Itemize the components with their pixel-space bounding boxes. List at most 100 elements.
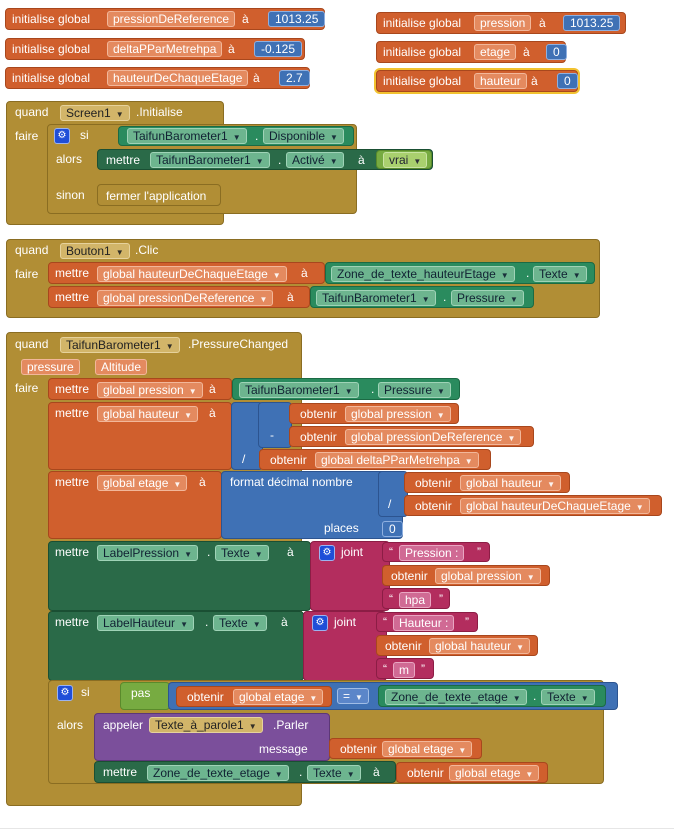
set-global-pressionDeReference[interactable]: mettre global pressionDeReference▼ à xyxy=(48,286,310,308)
places-value[interactable]: 0 xyxy=(382,521,403,537)
property-dropdown[interactable]: Activé▼ xyxy=(286,152,344,168)
set-global-pression[interactable]: mettre global pression▼ à xyxy=(48,378,232,400)
barometer-pressure-getter[interactable]: TaifunBarometer1▼ . Pressure▼ xyxy=(310,286,534,308)
property-dropdown[interactable]: Texte▼ xyxy=(533,266,587,282)
property-dropdown[interactable]: Pressure▼ xyxy=(378,382,451,398)
number-value[interactable]: 0 xyxy=(546,44,567,60)
close-application-block[interactable]: fermer l'application xyxy=(97,184,221,206)
var-name[interactable]: hauteur xyxy=(474,73,527,89)
component-dropdown[interactable]: Zone_de_texte_etage▼ xyxy=(385,689,527,705)
set-labelpression-text[interactable]: mettre LabelPression▼ . Texte▼ à xyxy=(48,541,311,611)
property-dropdown[interactable]: Pressure▼ xyxy=(451,290,524,306)
component-dropdown[interactable]: TaifunBarometer1▼ xyxy=(150,152,270,168)
var-name[interactable]: etage xyxy=(474,44,517,60)
textbox-etage-getter[interactable]: Zone_de_texte_etage▼ . Texte▼ xyxy=(378,685,606,707)
textbox-hauteurEtage-getter[interactable]: Zone_de_texte_hauteurEtage▼ . Texte▼ xyxy=(325,262,595,284)
variable-dropdown[interactable]: global etage▼ xyxy=(97,475,188,491)
set-textbox-etage[interactable]: mettre Zone_de_texte_etage▼ . Texte▼ à xyxy=(94,761,396,783)
variable-dropdown[interactable]: global etage▼ xyxy=(382,741,473,757)
text-hauteur-block[interactable]: “ Hauteur : ” xyxy=(376,612,478,632)
component-dropdown[interactable]: Zone_de_texte_hauteurEtage▼ xyxy=(331,266,515,282)
set-global-etage[interactable]: mettre global etage▼ à xyxy=(48,471,222,539)
number-value[interactable]: 0 xyxy=(557,73,578,89)
get-global-pression-2[interactable]: obtenir global pression▼ xyxy=(382,565,550,586)
var-name[interactable]: pressionDeReference xyxy=(107,11,236,27)
component-dropdown[interactable]: TaifunBarometer1▼ xyxy=(60,337,180,353)
component-dropdown[interactable]: Screen1▼ xyxy=(60,105,130,121)
global-init-etage[interactable]: initialise global etage à 0 xyxy=(376,41,567,63)
barometer-disponible-getter[interactable]: TaifunBarometer1▼ . Disponible▼ xyxy=(118,126,354,146)
join-block[interactable]: ⚙ joint xyxy=(310,541,390,611)
component-dropdown[interactable]: TaifunBarometer1▼ xyxy=(127,128,247,144)
variable-dropdown[interactable]: global hauteurDeChaqueEtage▼ xyxy=(460,498,650,514)
var-name[interactable]: pression xyxy=(474,15,532,31)
set-global-hauteurDeChaqueEtage[interactable]: mettre global hauteurDeChaqueEtage▼ à xyxy=(48,262,325,284)
property-dropdown[interactable]: Texte▼ xyxy=(541,689,595,705)
get-global-etage-3[interactable]: obtenir global etage▼ xyxy=(396,762,548,783)
format-decimal-block[interactable]: format décimal nombre places 0 xyxy=(221,471,403,539)
join-block-2[interactable]: ⚙ joint xyxy=(303,611,387,681)
property-dropdown[interactable]: Texte▼ xyxy=(307,765,361,781)
global-init-pressionDeReference[interactable]: initialise global pressionDeReference à … xyxy=(5,8,326,30)
get-global-etage[interactable]: obtenir global etage▼ xyxy=(176,686,332,707)
var-name[interactable]: hauteurDeChaqueEtage xyxy=(107,70,249,86)
text-value[interactable]: m xyxy=(393,662,415,678)
component-dropdown[interactable]: Bouton1▼ xyxy=(60,243,130,259)
set-barometer-active[interactable]: mettre TaifunBarometer1▼ . Activé▼ à xyxy=(97,149,433,170)
gear-icon[interactable]: ⚙ xyxy=(319,545,335,561)
text-m-block[interactable]: “ m ” xyxy=(376,658,434,679)
variable-dropdown[interactable]: global hauteurDeChaqueEtage▼ xyxy=(97,266,287,282)
text-value[interactable]: hpa xyxy=(399,592,432,608)
variable-dropdown[interactable]: global hauteur▼ xyxy=(97,406,198,422)
param-altitude[interactable]: Altitude xyxy=(95,359,148,375)
number-value[interactable]: 2.7 xyxy=(279,70,310,86)
boolean-dropdown[interactable]: vrai▼ xyxy=(383,152,428,168)
property-dropdown[interactable]: Texte▼ xyxy=(215,545,269,561)
component-dropdown[interactable]: TaifunBarometer1▼ xyxy=(239,382,359,398)
set-labelhauteur-text[interactable]: mettre LabelHauteur▼ . Texte▼ à xyxy=(48,611,304,681)
variable-dropdown[interactable]: global pressionDeReference▼ xyxy=(345,429,522,445)
text-value[interactable]: Hauteur : xyxy=(393,615,455,631)
text-hpa-block[interactable]: “ hpa ” xyxy=(382,588,450,609)
not-block[interactable]: pas xyxy=(120,682,170,710)
get-global-deltaPParMetrehpa[interactable]: obtenir global deltaPParMetrehpa▼ xyxy=(259,449,491,470)
subtract-block[interactable]: - xyxy=(258,402,292,448)
variable-dropdown[interactable]: global etage▼ xyxy=(233,689,324,705)
variable-dropdown[interactable]: global hauteur▼ xyxy=(429,638,530,654)
get-global-hauteur-2[interactable]: obtenir global hauteur▼ xyxy=(376,635,538,656)
property-dropdown[interactable]: Disponible▼ xyxy=(263,128,344,144)
text-value[interactable]: Pression : xyxy=(399,545,465,561)
divide-block-2[interactable]: / xyxy=(378,471,408,517)
global-init-pression[interactable]: initialise global pression à 1013.25 xyxy=(376,12,626,34)
variable-dropdown[interactable]: global hauteur▼ xyxy=(460,475,561,491)
get-global-etage-2[interactable]: obtenir global etage▼ xyxy=(329,738,482,759)
barometer-pressure-getter-2[interactable]: TaifunBarometer1▼ . Pressure▼ xyxy=(232,378,460,400)
gear-icon[interactable]: ⚙ xyxy=(312,615,328,631)
number-value[interactable]: -0.125 xyxy=(254,41,303,57)
get-global-pressionDeReference[interactable]: obtenir global pressionDeReference▼ xyxy=(289,426,534,447)
operator-dropdown[interactable]: =▼ xyxy=(337,688,369,704)
component-dropdown[interactable]: LabelHauteur▼ xyxy=(97,615,194,631)
component-dropdown[interactable]: Texte_à_parole1▼ xyxy=(149,717,263,733)
global-init-hauteur[interactable]: initialise global hauteur à 0 xyxy=(376,70,578,92)
var-name[interactable]: deltaPParMetrehpa xyxy=(107,41,223,57)
get-global-hauteurDeChaqueEtage[interactable]: obtenir global hauteurDeChaqueEtage▼ xyxy=(404,495,662,516)
variable-dropdown[interactable]: global pression▼ xyxy=(97,382,203,398)
variable-dropdown[interactable]: global pressionDeReference▼ xyxy=(97,290,274,306)
get-global-hauteur[interactable]: obtenir global hauteur▼ xyxy=(404,472,570,493)
text-pression-block[interactable]: “ Pression : ” xyxy=(382,542,490,562)
number-value[interactable]: 1013.25 xyxy=(268,11,326,27)
property-dropdown[interactable]: Texte▼ xyxy=(213,615,267,631)
component-dropdown[interactable]: LabelPression▼ xyxy=(97,545,198,561)
boolean-true-block[interactable]: vrai▼ xyxy=(376,150,432,169)
param-pressure[interactable]: pressure xyxy=(21,359,80,375)
variable-dropdown[interactable]: global pression▼ xyxy=(345,406,451,422)
global-init-hauteurDeChaqueEtage[interactable]: initialise global hauteurDeChaqueEtage à… xyxy=(5,67,310,89)
number-value[interactable]: 1013.25 xyxy=(563,15,621,31)
component-dropdown[interactable]: TaifunBarometer1▼ xyxy=(316,290,436,306)
global-init-deltaPParMetrehpa[interactable]: initialise global deltaPParMetrehpa à -0… xyxy=(5,38,305,60)
variable-dropdown[interactable]: global deltaPParMetrehpa▼ xyxy=(315,452,479,468)
variable-dropdown[interactable]: global etage▼ xyxy=(449,765,540,781)
component-dropdown[interactable]: Zone_de_texte_etage▼ xyxy=(147,765,289,781)
get-global-pression[interactable]: obtenir global pression▼ xyxy=(289,403,459,424)
